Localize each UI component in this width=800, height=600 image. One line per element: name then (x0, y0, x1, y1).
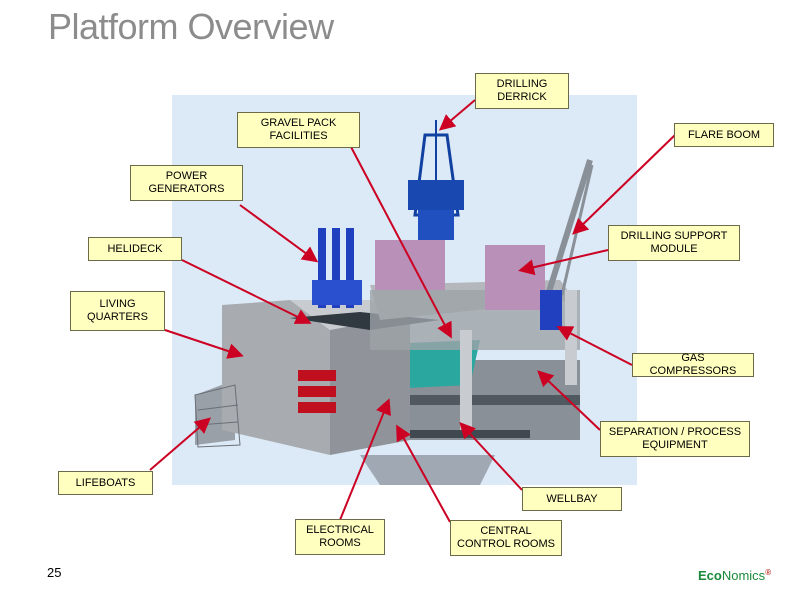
label-flare-boom: FLARE BOOM (674, 123, 774, 147)
arrow-central-control (396, 424, 451, 523)
arrow-wellbay (459, 422, 523, 491)
arrow-flare-boom (572, 134, 676, 235)
arrow-gas-compressors (556, 326, 633, 366)
arrow-gravel-pack (349, 144, 452, 339)
arrow-lifeboats (149, 417, 212, 471)
label-gas-compressors: GAS COMPRESSORS (632, 352, 754, 377)
page-title: Platform Overview (48, 6, 334, 47)
label-lifeboats: LIFEBOATS (58, 471, 153, 495)
arrow-separation (537, 370, 601, 431)
arrow-helideck (181, 259, 312, 324)
economics-logo: EcoNomics® (698, 568, 772, 583)
arrow-electrical-rooms (339, 398, 391, 521)
label-helideck: HELIDECK (88, 237, 182, 261)
arrow-drilling-derrick (438, 99, 476, 131)
arrow-power-generators (239, 204, 319, 263)
arrow-drilling-support (518, 249, 609, 276)
label-wellbay: WELLBAY (522, 487, 622, 511)
page-number: 25 (47, 565, 62, 580)
arrow-living-quarters (164, 329, 244, 359)
